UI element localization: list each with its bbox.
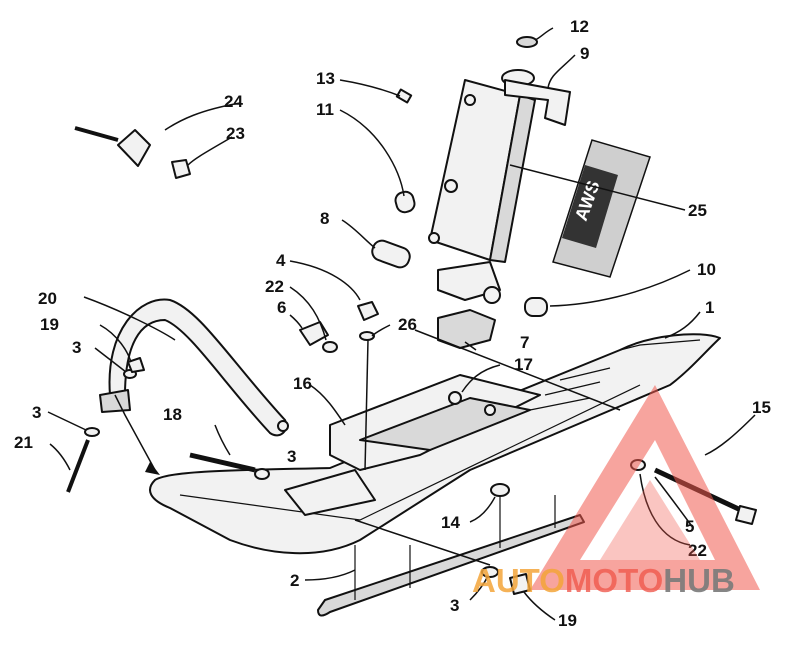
- callout-25: 25: [688, 201, 707, 220]
- callout-9: 9: [580, 44, 589, 63]
- callout-10: 10: [697, 260, 716, 279]
- callout-5: 5: [685, 517, 694, 536]
- leader-lines: [47, 27, 756, 621]
- callout-13: 13: [316, 69, 335, 88]
- runner-part: [317, 495, 585, 617]
- washer-3-bottom: [481, 566, 499, 578]
- screw-13: [395, 88, 413, 104]
- callout-12: 12: [570, 17, 589, 36]
- nut-19-upper: [127, 357, 145, 373]
- watermark-auto: AUTO: [472, 562, 565, 599]
- saddle-part: [284, 374, 541, 516]
- callout-2: 2: [290, 571, 299, 590]
- callout-15: 15: [752, 398, 771, 417]
- callout-19-bottom: 19: [558, 611, 577, 630]
- callout-22-left: 22: [265, 277, 284, 296]
- callout-16: 16: [293, 374, 312, 393]
- nut-6: [299, 321, 329, 346]
- bolt-24: [74, 126, 119, 142]
- block-7: [437, 309, 496, 349]
- watermark: AUTOMOTOHUB: [472, 385, 760, 599]
- callout-26: 26: [398, 315, 417, 334]
- washer-3-left: [84, 427, 100, 437]
- callout-11: 11: [316, 100, 334, 119]
- bracket-24: [117, 129, 151, 167]
- callout-3-bottom: 3: [450, 596, 459, 615]
- bolt-21: [66, 439, 90, 493]
- aws-decal: AWS: [552, 139, 651, 278]
- callout-14: 14: [441, 513, 460, 532]
- callout-labels: 1 2 3 3 3 3 4 5 6 7 8 9 10 11 12 13 14 1…: [14, 17, 771, 630]
- bushing-8: [371, 239, 411, 269]
- ski-handle-part: [99, 298, 289, 437]
- fasteners: [66, 36, 757, 595]
- washer-26: [359, 331, 375, 341]
- spindle-housing-part: [428, 69, 571, 304]
- callout-3-upper: 3: [72, 338, 81, 357]
- washer-22: [322, 341, 338, 353]
- nut-14: [490, 483, 510, 497]
- bushing-10: [524, 297, 548, 317]
- callout-18: 18: [163, 405, 182, 424]
- callout-1: 1: [705, 298, 714, 317]
- watermark-moto: MOTO: [565, 562, 663, 599]
- callout-4: 4: [276, 251, 286, 270]
- callout-22-right: 22: [688, 541, 707, 560]
- callout-23: 23: [226, 124, 245, 143]
- callout-21: 21: [14, 433, 33, 452]
- watermark-triangle-logo: [530, 385, 760, 590]
- nut-4: [357, 301, 379, 321]
- nut-23: [171, 159, 191, 179]
- callout-6: 6: [277, 298, 286, 317]
- svg-text:AUTOMOTOHUB: AUTOMOTOHUB: [472, 562, 735, 599]
- callout-24: 24: [224, 92, 243, 111]
- callout-3-left: 3: [32, 403, 41, 422]
- bushing-11: [394, 190, 416, 214]
- washer-3-mid: [254, 468, 270, 480]
- callout-3-mid: 3: [287, 447, 296, 466]
- callout-7: 7: [520, 333, 529, 352]
- callout-20: 20: [38, 289, 57, 308]
- callout-17: 17: [514, 355, 533, 374]
- watermark-hub: HUB: [663, 562, 735, 599]
- cap-plug-12: [516, 36, 538, 48]
- callout-8: 8: [320, 209, 329, 228]
- callout-19-upper: 19: [40, 315, 59, 334]
